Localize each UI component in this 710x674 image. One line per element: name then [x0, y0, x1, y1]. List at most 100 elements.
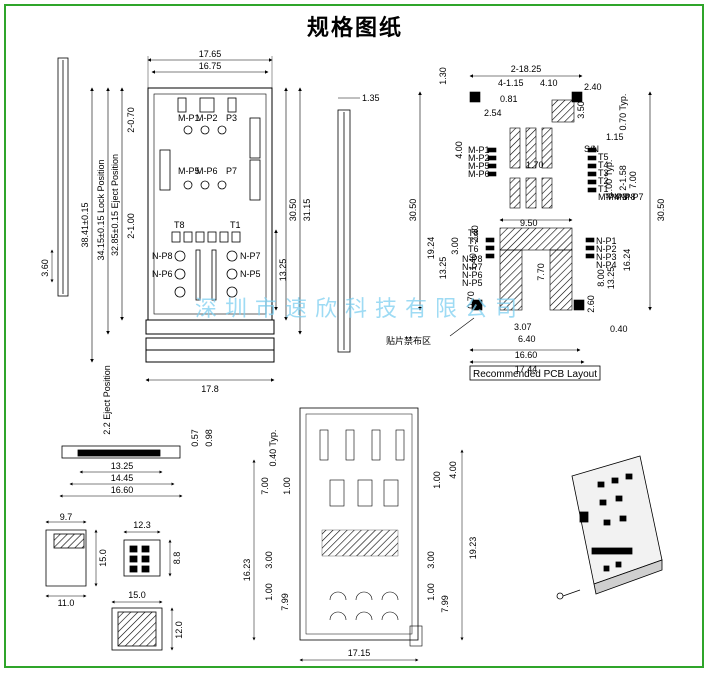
- pcb-dim-3-07: 3.07: [514, 322, 532, 332]
- side-dim-0-57: 0.57: [190, 429, 200, 447]
- tray-contact-row: [171, 231, 241, 243]
- pcb-layout-labels: 2-18.25 4-1.15 4.10 1.30 0.81 2.40 2.54 …: [386, 64, 666, 380]
- pcb-pin-m-p4: M-P4: [598, 192, 620, 202]
- standard-sim-labels: 15.0 12.0: [128, 590, 184, 639]
- dim-3-60: 3.60: [40, 259, 50, 277]
- micro-sim-labels: 9.7 15.0 11.0: [58, 512, 108, 608]
- micro-dim-15-0: 15.0: [98, 549, 108, 567]
- company-watermark: 深圳市速欣科技有限公司: [195, 297, 525, 322]
- pcb-pin-n-p6: N-P6: [462, 270, 483, 280]
- pcb-dim-1-15: 1.15: [606, 132, 624, 142]
- pcb-dim-4-1-15: 4-1.15: [498, 78, 524, 88]
- side-dim-16-60: 16.60: [111, 485, 134, 495]
- pcb-pin-n-p5: N-P5: [462, 278, 483, 288]
- pcb-dim-0-70-typ: 0.70 Typ.: [618, 94, 628, 131]
- edge-profile-right: [337, 97, 360, 353]
- pin-label-t1: T1: [230, 220, 241, 230]
- pcb-label-t2: T2: [598, 176, 609, 186]
- pcb-label-t1: T1: [598, 184, 609, 194]
- pcb-dim-2-54: 2.54: [484, 108, 502, 118]
- micro-sim-card: [45, 520, 98, 598]
- pcb-dim-0-81: 0.81: [500, 94, 518, 104]
- pcb-dim-1-30: 1.30: [438, 67, 448, 85]
- pin-label-m-p5: M-P5: [178, 166, 200, 176]
- dim-width-16-75: 16.75: [199, 61, 222, 71]
- nano-sim-labels: 12.3 8.8: [133, 520, 182, 564]
- dim-eject-position: 32.85±0.15 Eject Position: [110, 154, 120, 256]
- pcb-label-t6: T6: [468, 244, 479, 254]
- pcb-dim-9-50: 9.50: [520, 218, 538, 228]
- micro-dim-11-0: 11.0: [58, 598, 75, 608]
- micro-dim-9-7: 9.7: [60, 512, 73, 522]
- bottom-dim-3-00b: 3.00: [264, 551, 274, 569]
- pcb-dim-8-00: 8.00: [596, 269, 606, 287]
- pcb-dim-7-70: 7.70: [536, 263, 546, 281]
- drawing-frame: [4, 4, 704, 668]
- dim-width-17-8: 17.8: [201, 384, 219, 394]
- pcb-dim-0-70: 0.70: [466, 291, 476, 309]
- dim-13-25: 13.25: [278, 259, 288, 282]
- pcb-pin-n-p2: N-P2: [596, 244, 617, 254]
- pcb-label-t4: T4: [598, 160, 609, 170]
- lower-contacts: [174, 249, 238, 301]
- pcb-dim-4-00: 4.00: [454, 141, 464, 159]
- pcb-pin-m-p3: M-P3: [606, 192, 628, 202]
- pcb-label-t5: T5: [598, 152, 609, 162]
- side-dim-13-25: 13.25: [111, 461, 134, 471]
- nano-dim-12-3: 12.3: [133, 520, 151, 530]
- pcb-pin-m-p6: M-P6: [468, 169, 490, 179]
- pcb-dim-16-24: 16.24: [622, 249, 632, 272]
- bottom-dim-0-40-typ: 0.40 Typ.: [268, 430, 278, 467]
- bottom-dim-1-00b: 1.00: [264, 583, 274, 601]
- pcb-pin-n-p7: N-P7: [462, 262, 483, 272]
- bottom-dim-7-99b: 7.99: [440, 595, 450, 613]
- upper-contacts: [159, 97, 261, 201]
- pin-label-m-p1: M-P1: [178, 113, 200, 123]
- bottom-dim-16-23: 16.23: [242, 559, 252, 582]
- bottom-dim-1-00c: 1.00: [432, 471, 442, 489]
- pcb-pin-m-p5: M-P5: [468, 161, 490, 171]
- pcb-dim-2-1-58: 2-1.58: [618, 165, 628, 191]
- bottom-dim-17-15: 17.15: [348, 648, 371, 658]
- side-view: [59, 445, 183, 498]
- dim-31-15: 31.15: [302, 199, 312, 222]
- pcb-dim-30-50-right: 30.50: [656, 199, 666, 222]
- pcb-pin-m-p7: M-P7: [622, 192, 644, 202]
- pcb-dim-2-40: 2.40: [584, 82, 602, 92]
- pcb-pin-n-p3: N-P3: [596, 252, 617, 262]
- standard-sim-card: [111, 600, 174, 651]
- pcb-label-sn: S/N: [584, 144, 599, 154]
- pcb-dim-3-00: 3.00: [450, 237, 460, 255]
- pin-label-n-p7: N-P7: [240, 251, 261, 261]
- pcb-dim-13-25b: 13.25: [606, 267, 616, 290]
- dim-1-35: 1.35: [362, 93, 380, 103]
- pcb-dim-1-40: 1.40: [468, 253, 478, 271]
- top-view: [90, 56, 302, 382]
- pcb-label-t8: T8: [468, 228, 479, 238]
- pcb-label-t3: T3: [598, 168, 609, 178]
- bottom-view: [252, 407, 464, 662]
- pcb-dim-19-24: 19.24: [426, 237, 436, 260]
- pcb-label-t7: T7: [468, 236, 479, 246]
- pin-label-m-p2: M-P2: [196, 113, 218, 123]
- sim-dim-12-0: 12.0: [174, 621, 184, 639]
- isometric-view: [556, 455, 663, 600]
- pcb-pin-m-p2: M-P2: [468, 153, 490, 163]
- pin-label-p3: P3: [226, 113, 237, 123]
- pcb-pin-n-p1: N-P1: [596, 236, 617, 246]
- bottom-dim-7-99a: 7.99: [280, 593, 290, 611]
- pcb-dim-30-50-left: 30.50: [408, 199, 418, 222]
- bottom-dim-1-00d: 1.00: [426, 583, 436, 601]
- pin-label-m-p6: M-P6: [196, 166, 218, 176]
- dim-eject-2-2: 2.2 Eject Position: [102, 365, 112, 435]
- pcb-dim-2-60: 2.60: [586, 295, 596, 313]
- pcb-dim-2-40b: 2.40: [470, 225, 480, 243]
- pcb-pin-m-p8: M-P8: [614, 192, 636, 202]
- pcb-dim-6-40: 6.40: [518, 334, 536, 344]
- pcb-pin-n-p8: N-P8: [462, 254, 483, 264]
- dim-2-1-00: 2-1.00: [126, 213, 136, 239]
- dim-lock-position: 34.15±0.15 Lock Position: [96, 159, 106, 260]
- nano-sim-card: [123, 530, 172, 577]
- pcb-dim-16-60: 16.60: [515, 350, 538, 360]
